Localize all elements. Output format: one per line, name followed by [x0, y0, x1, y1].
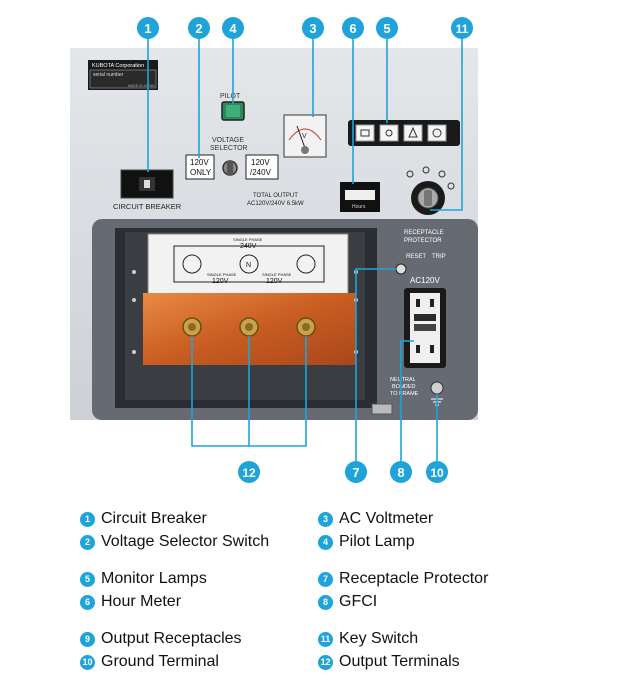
callout-10: 10 [426, 461, 448, 483]
serial-plate: KUBOTA Corporation serial number MADE IN… [88, 60, 158, 90]
svg-text:10: 10 [430, 466, 444, 480]
callout-8: 8 [390, 461, 412, 483]
svg-text:11: 11 [456, 22, 469, 36]
legend-item-10: 10 Ground Terminal [80, 653, 219, 671]
svg-text:120V: 120V [190, 158, 209, 167]
legend-item-6: 6 Hour Meter [80, 593, 181, 611]
svg-text:4: 4 [229, 21, 237, 36]
svg-text:3: 3 [309, 21, 316, 36]
svg-text:SINGLE PHASE: SINGLE PHASE [207, 272, 237, 277]
legend-item-4: 4 Pilot Lamp [318, 533, 415, 551]
legend-item-12: 12 Output Terminals [318, 653, 460, 671]
maker-line-2: serial number [93, 72, 124, 78]
legend-item-3: 3 AC Voltmeter [318, 510, 433, 528]
svg-text:Hours: Hours [352, 204, 366, 210]
callout-3: 3 [302, 17, 324, 39]
trip-label: TRIP [432, 254, 446, 260]
voltage-selector-label-1: VOLTAGE [212, 137, 244, 144]
callout-5: 5 [376, 17, 398, 39]
callout-1: 1 [137, 17, 159, 39]
neutral-label-2: BONDED [392, 384, 416, 390]
oil-lamp [355, 124, 375, 142]
legend-item-7: 7 Receptacle Protector [318, 570, 488, 588]
circuit-breaker-label: CIRCUIT BREAKER [113, 202, 182, 211]
receptacle-protector-button[interactable] [395, 263, 407, 275]
legend-item-2: 2 Voltage Selector Switch [80, 533, 269, 551]
legend-item-1: 1 Circuit Breaker [80, 510, 207, 528]
svg-text:/240V: /240V [250, 168, 272, 177]
total-output-label-2: AC120V/240V 6.5kW [247, 201, 304, 207]
legend: 1 Circuit Breaker 2 Voltage Selector Swi… [0, 505, 634, 700]
callout-11: 11 [451, 17, 473, 39]
ac120v-label: AC120V [410, 276, 440, 285]
receptacle-protector-label-1: RECEPTACLE [404, 230, 444, 236]
svg-text:N: N [246, 262, 251, 269]
svg-text:8: 8 [397, 465, 404, 480]
svg-text:ONLY: ONLY [190, 168, 212, 177]
svg-text:120V: 120V [212, 278, 229, 285]
neutral-label-3: TO FRAME [390, 391, 419, 397]
svg-text:120V: 120V [251, 158, 270, 167]
reset-label: RESET [406, 254, 426, 260]
svg-text:7: 7 [352, 465, 359, 480]
svg-text:SINGLE PHASE: SINGLE PHASE [262, 272, 292, 277]
callout-7: 7 [345, 461, 367, 483]
svg-text:5: 5 [383, 21, 390, 36]
svg-text:240V: 240V [240, 243, 257, 250]
option-120-240 [245, 154, 279, 180]
callout-2: 2 [188, 17, 210, 39]
monitor-lamps [348, 120, 460, 146]
control-panel-diagram: KUBOTA Corporation serial number MADE IN… [70, 17, 478, 483]
legend-item-11: 11 Key Switch [318, 630, 418, 648]
gfci-receptacle[interactable] [404, 288, 446, 368]
svg-text:V: V [302, 133, 307, 140]
legend-item-9: 9 Output Receptacles [80, 630, 242, 648]
ac-voltmeter: V [283, 114, 327, 158]
neutral-label-1: NEUTRAL [390, 377, 416, 383]
voltage-selector-label-2: SELECTOR [210, 145, 248, 152]
hour-meter: Hours [340, 182, 380, 212]
total-output-label-1: TOTAL OUTPUT [253, 193, 298, 199]
maker-line-3: MADE IN JAPAN [128, 84, 155, 88]
callout-12: 12 [238, 461, 260, 483]
terminal-label-strip: N SINGLE PHASE 240V SINGLE PHASE 120V SI… [147, 233, 349, 295]
receptacle-protector-label-2: PROTECTOR [404, 238, 442, 244]
pilot-label: PILOT [220, 93, 241, 100]
maker-line-1: KUBOTA Corporation [92, 63, 144, 69]
key-switch[interactable] [406, 166, 455, 215]
leader-lines [147, 38, 463, 461]
legend-item-8: 8 GFCI [318, 593, 377, 611]
svg-text:SINGLE PHASE: SINGLE PHASE [233, 237, 263, 242]
svg-text:2: 2 [195, 21, 202, 36]
svg-text:120V: 120V [266, 278, 283, 285]
legend-item-5: 5 Monitor Lamps [80, 570, 207, 588]
svg-text:1: 1 [144, 21, 151, 36]
svg-text:12: 12 [242, 466, 256, 480]
callout-6: 6 [342, 17, 364, 39]
option-120-only [185, 154, 215, 180]
svg-text:6: 6 [349, 21, 356, 36]
battery-lamp [379, 124, 399, 142]
callout-4: 4 [222, 17, 244, 39]
temp-lamp [427, 124, 447, 142]
